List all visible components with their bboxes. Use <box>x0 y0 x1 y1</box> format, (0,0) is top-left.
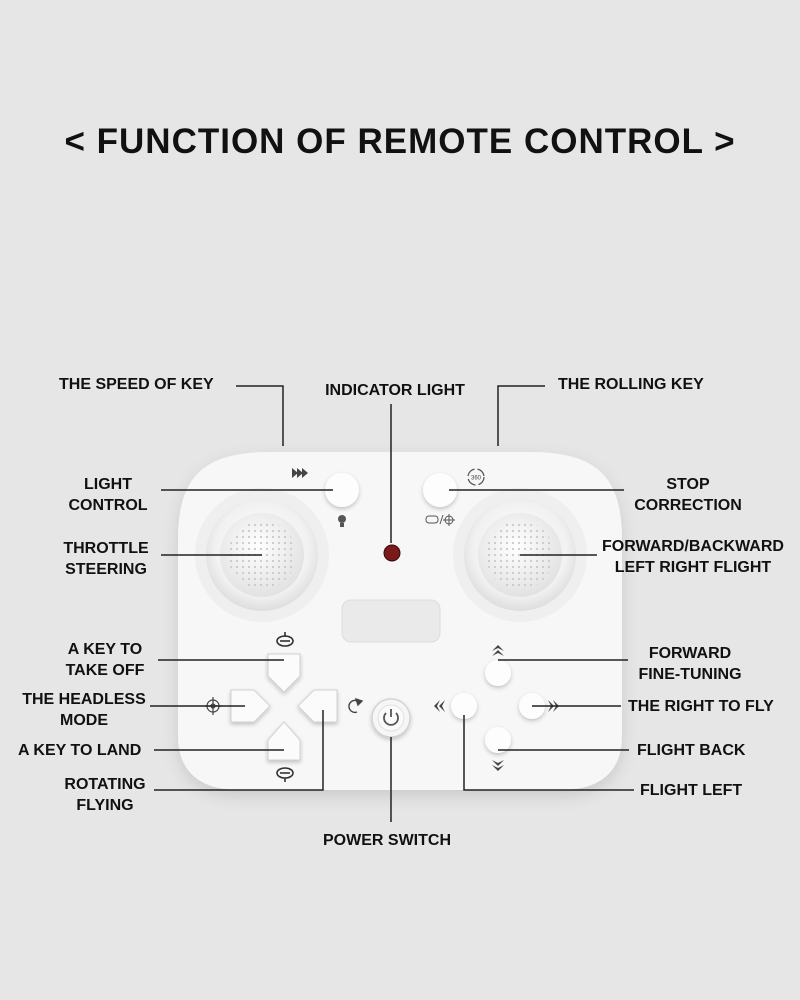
up-arrow-icon <box>492 645 504 656</box>
360-roll-icon: 360 <box>467 468 485 486</box>
label-stop-correction-line2: CORRECTION <box>634 497 742 514</box>
svg-text:360: 360 <box>471 476 482 482</box>
takeoff-drone-icon <box>276 632 294 647</box>
label-power-switch: POWER SWITCH <box>323 832 451 849</box>
label-right-to-fly: THE RIGHT TO FLY <box>628 698 774 715</box>
fast-forward-icon <box>292 468 308 478</box>
power-icon <box>383 709 399 726</box>
rotate-icon <box>348 697 364 714</box>
rotate-button[interactable] <box>297 689 338 723</box>
label-light-control-line1: LIGHT <box>84 476 132 493</box>
light-control-button[interactable] <box>325 473 359 507</box>
label-throttle-steering: THROTTLE STEERING <box>46 538 166 580</box>
takeoff-button[interactable] <box>267 653 301 693</box>
label-throttle-line2: STEERING <box>65 561 147 578</box>
label-flight-left: FLIGHT LEFT <box>640 782 743 799</box>
forward-fine-tune-button[interactable] <box>485 660 511 686</box>
label-stop-correction-line1: STOP <box>666 476 710 493</box>
label-rotating-line2: FLYING <box>76 797 134 814</box>
leader-rolling-key <box>497 385 545 446</box>
label-fb-lr-line1: FORWARD/BACKWARD <box>602 538 784 555</box>
leader-rotating <box>154 710 324 791</box>
down-arrow-icon <box>492 760 504 771</box>
label-rotating-line1: ROTATING <box>64 776 146 793</box>
label-fb-lr-line2: LEFT RIGHT FLIGHT <box>614 559 772 576</box>
land-drone-icon <box>276 767 294 782</box>
left-arrow-icon <box>434 700 445 712</box>
label-flight-back: FLIGHT BACK <box>637 742 746 759</box>
label-take-off-line2: TAKE OFF <box>65 662 145 679</box>
flight-left-button[interactable] <box>451 693 477 719</box>
label-take-off: A KEY TO TAKE OFF <box>45 639 165 681</box>
label-key-to-land: A KEY TO LAND <box>18 742 142 759</box>
label-throttle-line1: THROTTLE <box>63 540 149 557</box>
indicator-light <box>383 544 401 562</box>
label-fb-lr-flight: FORWARD/BACKWARD LEFT RIGHT FLIGHT <box>593 536 793 578</box>
label-headless-line1: THE HEADLESS <box>22 691 146 708</box>
label-light-control: LIGHT CONTROL <box>48 474 168 516</box>
label-rotating-flying: ROTATING FLYING <box>45 774 165 816</box>
leader-lines <box>150 385 634 822</box>
label-forward-fine-line2: FINE-TUNING <box>638 666 742 683</box>
label-headless-line2: MODE <box>60 712 108 729</box>
diagram-title: < FUNCTION OF REMOTE CONTROL > <box>64 122 736 161</box>
label-headless-mode: THE HEADLESS MODE <box>14 689 154 731</box>
power-switch[interactable] <box>371 698 411 738</box>
label-take-off-line1: A KEY TO <box>67 641 143 658</box>
display-window <box>341 599 441 643</box>
trim-calibrate-icon <box>425 514 455 526</box>
bulb-icon <box>338 515 346 527</box>
leader-flight-left <box>463 715 634 791</box>
stop-correction-button[interactable] <box>423 473 457 507</box>
label-indicator-light: INDICATOR LIGHT <box>325 382 465 399</box>
dpad <box>230 653 338 761</box>
label-speed-key: THE SPEED OF KEY <box>59 376 214 393</box>
label-rolling-key: THE ROLLING KEY <box>558 376 704 393</box>
label-light-control-line2: CONTROL <box>68 497 148 514</box>
label-stop-correction: STOP CORRECTION <box>618 474 758 516</box>
flight-back-button[interactable] <box>485 727 511 753</box>
headless-button[interactable] <box>230 689 271 723</box>
label-forward-fine-line1: FORWARD <box>648 645 732 662</box>
label-forward-fine-tuning: FORWARD FINE-TUNING <box>620 643 760 685</box>
leader-speed-key <box>236 385 284 446</box>
